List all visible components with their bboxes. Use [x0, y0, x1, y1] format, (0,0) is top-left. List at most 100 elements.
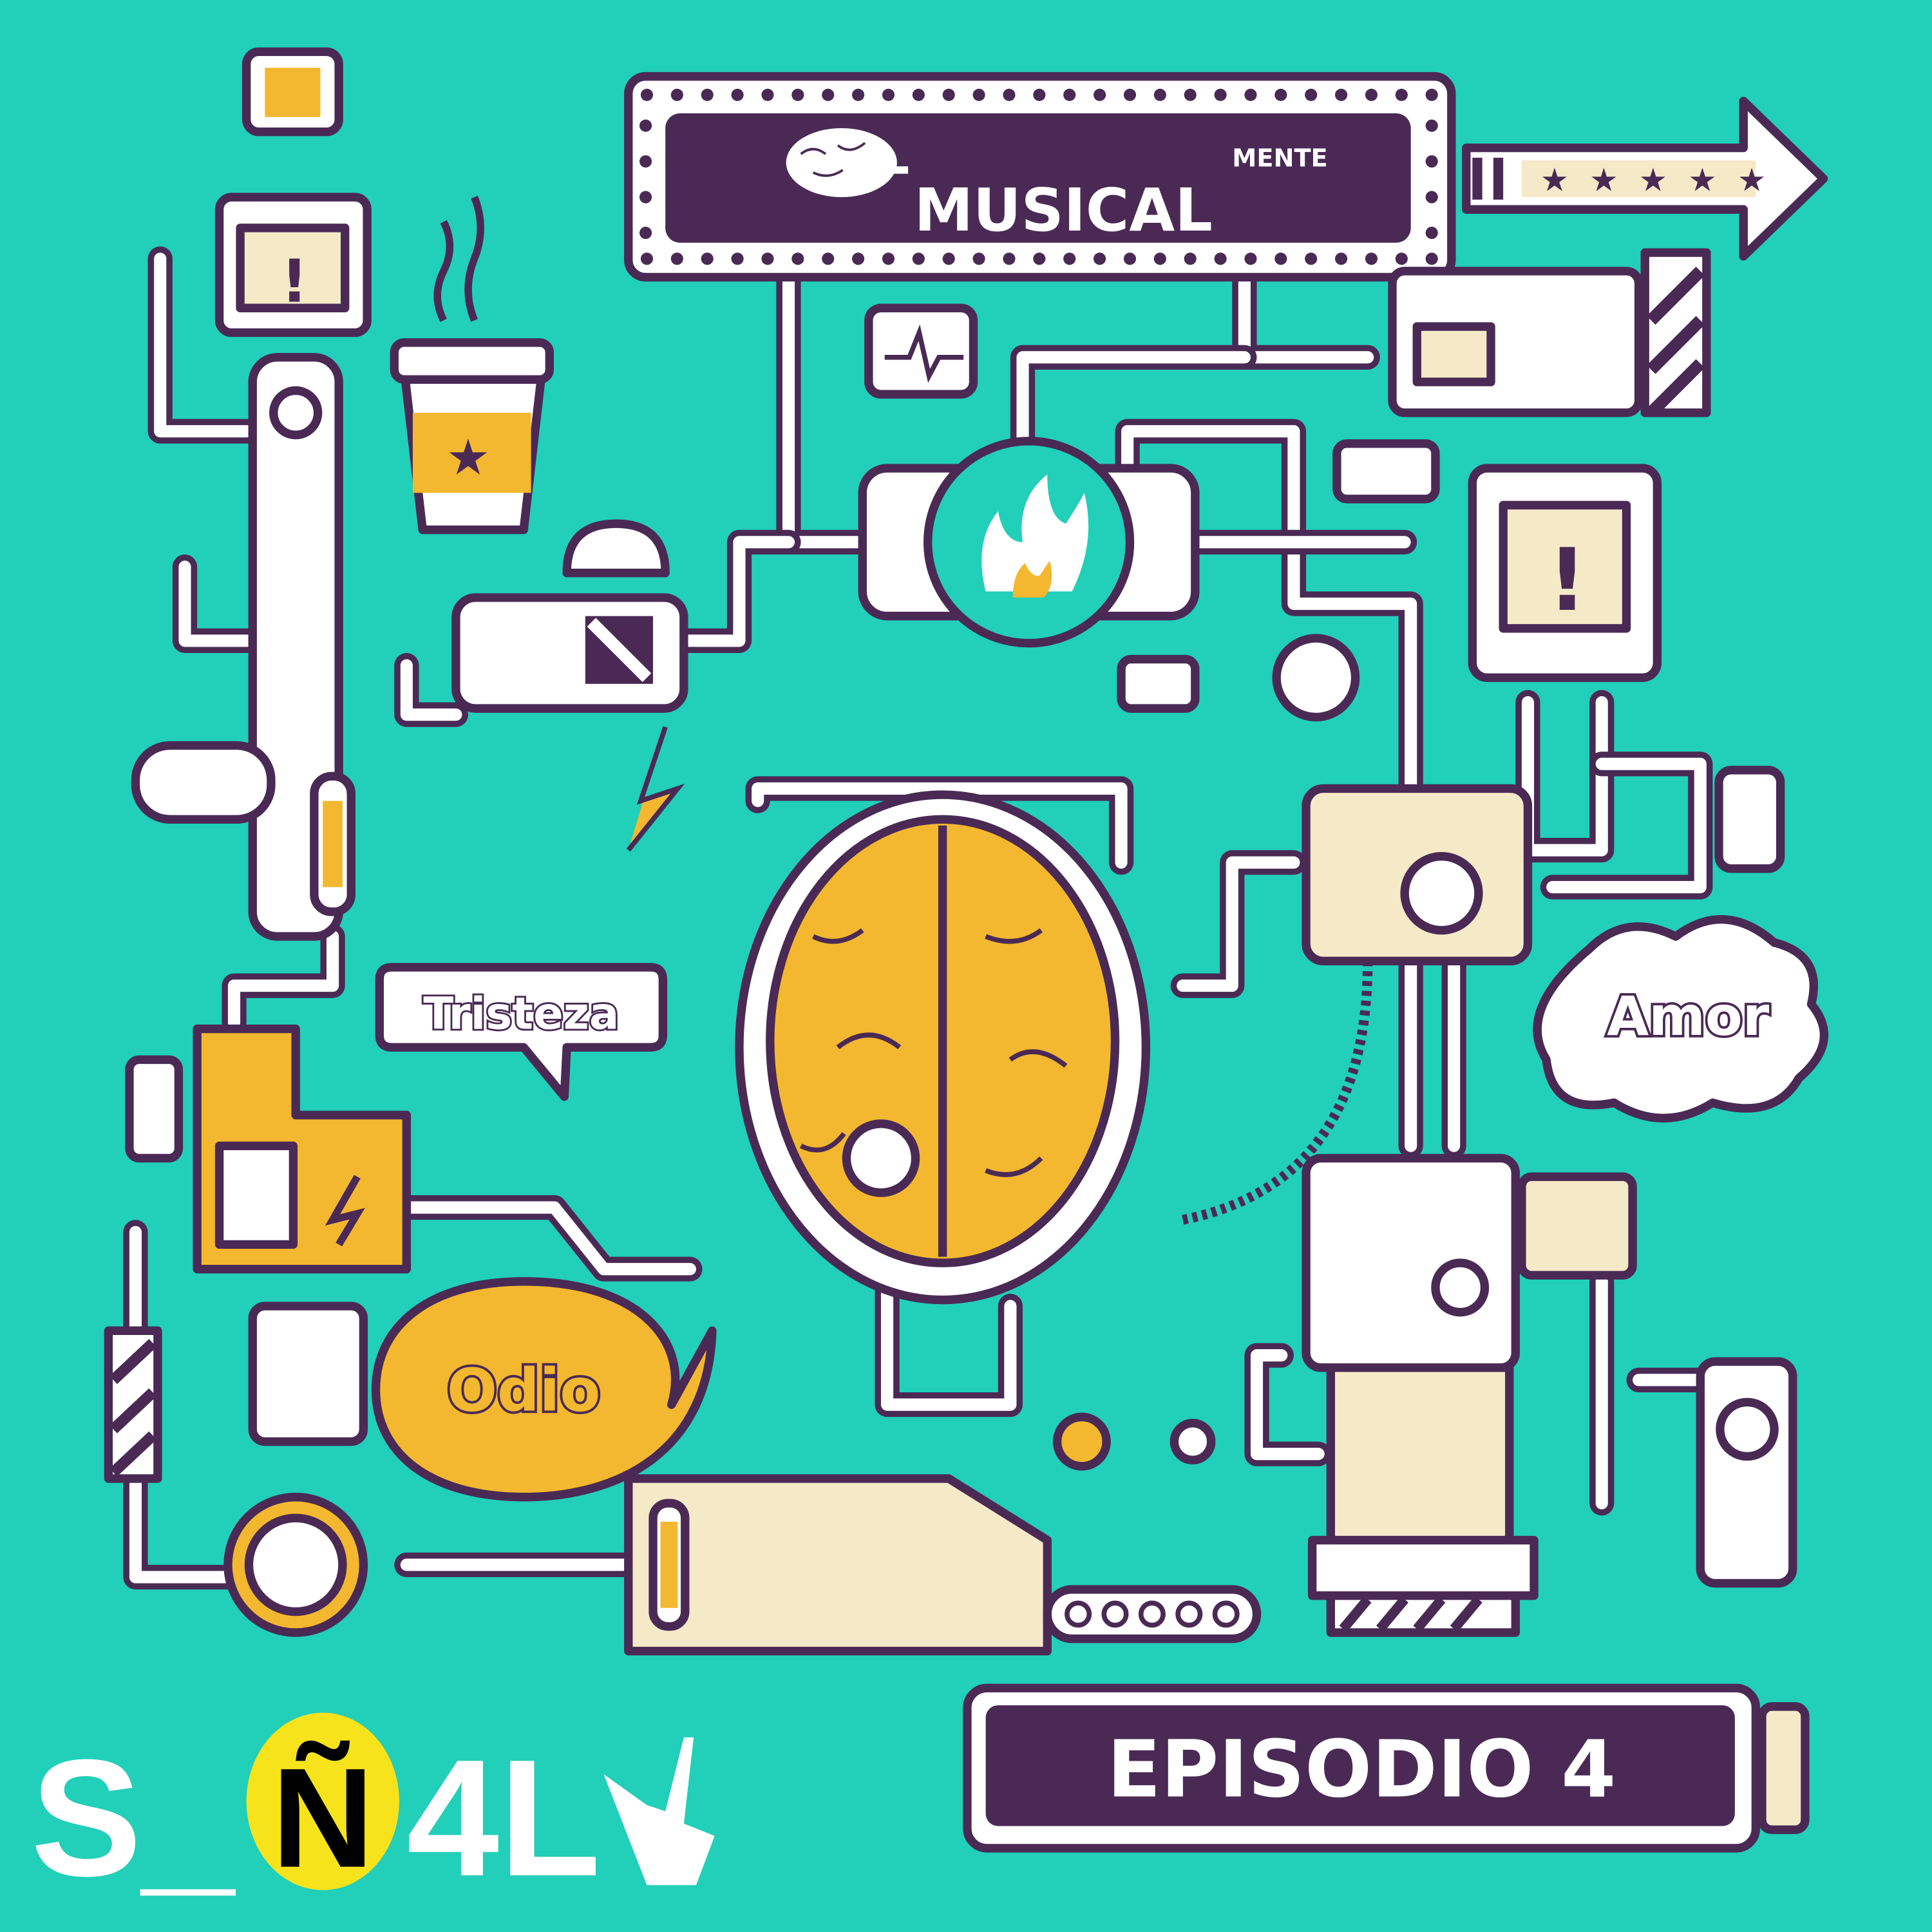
left-tower-machine: !	[131, 47, 372, 941]
camera-machine: !	[1117, 248, 1711, 722]
yellow-control-machine	[104, 1024, 412, 1637]
marquee-light	[1395, 88, 1408, 101]
marquee-light	[912, 88, 925, 101]
marquee-light	[1214, 88, 1227, 101]
marquee-light	[731, 252, 744, 265]
marquee-light	[912, 252, 925, 265]
marquee-light	[1274, 88, 1287, 101]
marquee-light	[731, 88, 744, 101]
marquee-light	[882, 88, 895, 101]
odio-label: Odio	[447, 1356, 600, 1425]
podcast-logo: S_ Ñ 4L	[31, 1712, 715, 1911]
marquee-light	[1153, 252, 1166, 265]
episode-panel: EPISODIO 4	[963, 1683, 1810, 1853]
marquee-light	[1094, 252, 1106, 265]
marquee-light	[1063, 88, 1076, 101]
svg-text:★: ★	[446, 430, 491, 487]
marquee-light	[1214, 252, 1227, 265]
amor-label: Amor	[1607, 985, 1770, 1048]
marquee-light	[1123, 252, 1137, 265]
marquee-light	[1305, 88, 1318, 101]
svg-text:★: ★	[1540, 162, 1569, 199]
marquee-light	[1395, 252, 1408, 265]
brain-logo-icon	[786, 128, 909, 198]
marquee-light	[852, 88, 865, 101]
marquee-lights	[639, 88, 1438, 265]
marquee-light	[1274, 252, 1287, 265]
marquee-light	[1063, 252, 1076, 265]
star-icons: ★★★★★	[1540, 162, 1766, 199]
tristeza-bubble: Tristeza	[375, 963, 668, 1101]
svg-text:★: ★	[1589, 162, 1618, 199]
marquee-light	[1425, 252, 1438, 265]
marquee-light	[640, 88, 654, 101]
printer-machine	[1302, 1153, 1797, 1637]
marquee-light	[639, 191, 652, 204]
alert-icon: !	[281, 247, 308, 316]
marquee-light	[640, 252, 654, 265]
marquee-light	[1335, 88, 1348, 101]
arrow-sign: ★★★★★	[1462, 97, 1828, 261]
odio-bubble: Odio	[371, 1277, 717, 1502]
marquee-light	[761, 252, 774, 265]
marquee-light	[1425, 227, 1438, 240]
marquee-light	[1425, 88, 1438, 101]
marquee-light	[791, 88, 804, 101]
logo-s: S_	[31, 1725, 238, 1911]
marquee-light	[670, 252, 683, 265]
marquee-light	[1365, 252, 1378, 265]
marquee-light	[972, 252, 985, 265]
marquee-light	[1425, 191, 1438, 204]
marquee-light	[1425, 119, 1438, 132]
gauge-icon	[1272, 634, 1360, 722]
marquee-light	[1033, 252, 1046, 265]
marquee-light	[639, 227, 652, 240]
brain-machine	[735, 790, 1151, 1305]
marquee-light	[822, 88, 835, 101]
marquee-light	[1003, 88, 1016, 101]
marquee-light	[1425, 155, 1438, 168]
marquee-light	[761, 88, 774, 101]
title-marquee: MUSICAL MENTE	[624, 71, 1456, 282]
valve-machine	[451, 519, 688, 852]
conveyor-machine	[624, 1412, 1262, 1656]
amor-cloud: Amor	[1533, 915, 1829, 1122]
alert-icon: !	[1548, 530, 1587, 630]
marquee-light	[670, 88, 683, 101]
lightning-icon	[626, 726, 685, 852]
marquee-light	[882, 252, 895, 265]
logo-enye: Ñ	[272, 1739, 374, 1897]
marquee-light	[1153, 88, 1166, 101]
flame-globe	[858, 303, 1200, 648]
flame-icon	[981, 474, 1089, 592]
marquee-light	[942, 88, 955, 101]
marquee-light	[822, 252, 835, 265]
marquee-light	[1365, 88, 1378, 101]
marquee-light	[701, 88, 714, 101]
title-musical: MUSICAL	[914, 176, 1213, 245]
marquee-light	[639, 155, 652, 168]
safe-machine	[1302, 766, 1785, 966]
chart-icon	[265, 68, 321, 117]
marquee-light	[1003, 252, 1016, 265]
marquee-light	[1335, 252, 1348, 265]
marquee-light	[972, 88, 985, 101]
chat-icon	[1117, 654, 1200, 713]
marquee-light	[1033, 88, 1046, 101]
marquee-light	[701, 252, 714, 265]
marquee-light	[1184, 252, 1197, 265]
marquee-light	[942, 252, 955, 265]
marquee-light	[1244, 252, 1257, 265]
episode-label: EPISODIO 4	[1107, 1723, 1616, 1815]
marquee-light	[1244, 88, 1257, 101]
marquee-light	[791, 252, 804, 265]
title-mente: MENTE	[1232, 144, 1327, 173]
marquee-light	[1305, 252, 1318, 265]
marquee-light	[1123, 88, 1137, 101]
marquee-light	[639, 119, 652, 132]
svg-text:★: ★	[1639, 162, 1668, 199]
coffee-cup-icon: ★	[390, 195, 554, 535]
pipes	[123, 246, 1725, 1590]
logo-4l: 4L	[406, 1725, 600, 1911]
